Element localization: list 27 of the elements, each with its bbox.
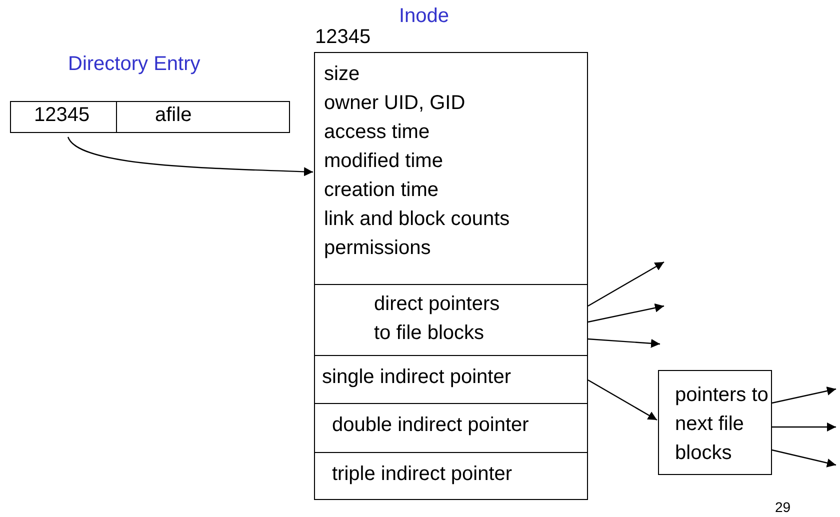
field-value: afile — [155, 103, 192, 128]
arrow — [588, 303, 664, 323]
attribute-text: access time — [324, 120, 430, 145]
arrow — [588, 338, 660, 348]
inode-number: 12345 — [315, 25, 371, 50]
pointer-box — [658, 370, 772, 475]
arrow — [588, 261, 664, 307]
attribute-text: owner UID, GID — [324, 91, 466, 116]
page-number: 29 — [775, 499, 791, 515]
attribute-text: link and block counts — [324, 207, 510, 232]
arrow — [772, 386, 836, 404]
pointer-text: single indirect pointer — [322, 365, 511, 390]
pointer-text: triple indirect pointer — [332, 462, 512, 487]
pointer-text: pointers to next file blocks — [675, 383, 770, 466]
arrow — [772, 422, 836, 432]
pointer-text: double indirect pointer — [332, 413, 529, 438]
field-value: 12345 — [34, 103, 90, 128]
arrow — [588, 379, 658, 421]
attribute-text: permissions — [324, 236, 431, 261]
attribute-text: creation time — [324, 178, 438, 203]
arrow — [772, 449, 836, 468]
section-heading: Inode — [399, 4, 450, 29]
section-heading: Directory Entry — [68, 52, 200, 77]
attribute-text: modified time — [324, 149, 443, 174]
attribute-text: size — [324, 62, 360, 87]
pointer-text: direct pointers to file blocks — [374, 292, 501, 346]
arrow — [68, 136, 314, 176]
